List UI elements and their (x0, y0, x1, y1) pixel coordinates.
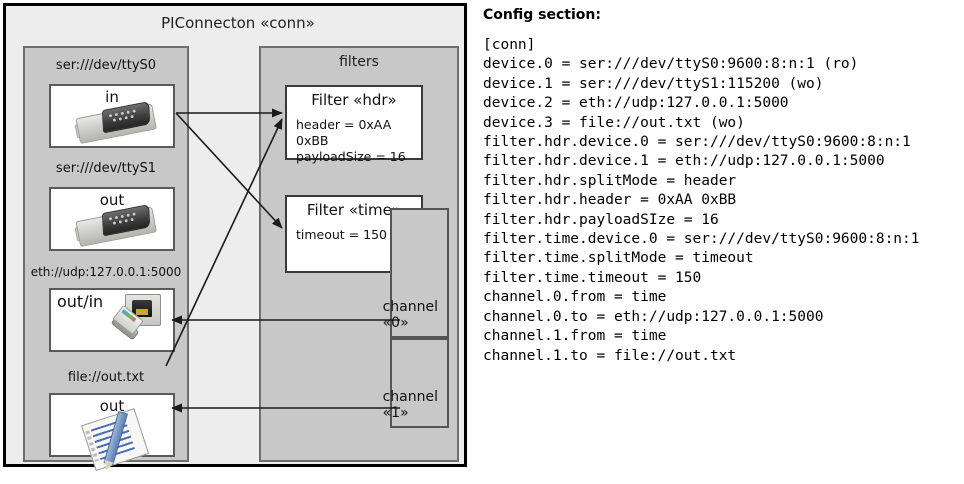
filters-panel: filters Filter «hdr» header = 0xAA 0xBB … (259, 46, 459, 462)
config-line: channel.1.to = file://out.txt (483, 347, 737, 364)
device-node-file[interactable]: out (49, 393, 175, 472)
config-line: channel.1.from = time (483, 328, 667, 345)
device-node-ttys1[interactable]: out (49, 187, 175, 251)
config-lines-block: [conn] device.0 = ser:///dev/ttyS0:9600:8… (483, 36, 920, 366)
diagram-title: PIConnecton «conn» (161, 14, 315, 32)
config-line: filter.time.device.0 = ser:///dev/ttyS0:… (483, 231, 920, 248)
filter-attr: header = 0xAA 0xBB (296, 117, 392, 148)
device-caption-in: in (105, 88, 119, 106)
config-line: filter.time.timeout = 150 (483, 269, 702, 286)
filter-attr: payloadSize = 16 (296, 149, 406, 164)
device-label-ttys0: ser:///dev/ttyS0 (55, 58, 157, 73)
filter-box-hdr[interactable]: Filter «hdr» header = 0xAA 0xBB payloadS… (285, 85, 423, 164)
device-node-eth[interactable]: out/in (49, 288, 175, 352)
filters-panel-title: filters (339, 54, 379, 70)
config-line: filter.hdr.header = 0xAA 0xBB (483, 192, 737, 209)
device-caption-out-in: out/in (57, 292, 104, 311)
filter-title-time: Filter «time» (306, 201, 402, 219)
device-label-ttys1: ser:///dev/ttyS1 (55, 161, 157, 176)
channel-label-0: channel «0» (382, 299, 438, 331)
device-label-eth: eth://udp:127.0.0.1:5000 (30, 265, 182, 279)
device-node-ttys0[interactable]: in (49, 84, 175, 148)
filter-attr: timeout = 150 ms (296, 227, 410, 242)
devices-panel: ser:///dev/ttyS0 in ser:///dev/ttyS1 out… (23, 46, 189, 472)
serial-port-icon (74, 101, 157, 145)
config-line: filter.time.splitMode = timeout (483, 250, 754, 267)
config-line: filter.hdr.device.1 = eth://udp:127.0.0.… (483, 153, 885, 170)
config-section: Config section: [conn] device.0 = ser:///… (481, 0, 964, 484)
config-line: channel.0.to = eth://udp:127.0.0.1:5000 (483, 308, 824, 325)
device-caption-out-serial: out (99, 191, 125, 209)
config-line: filter.hdr.splitMode = header (483, 172, 737, 189)
channel-box-0[interactable]: channel «0» (383, 208, 449, 338)
config-line: device.2 = eth://udp:127.0.0.1:5000 (483, 95, 789, 112)
filter-attrs-hdr: header = 0xAA 0xBB payloadSize = 16 (296, 117, 421, 165)
ethernet-icon (110, 294, 173, 346)
channel-box-1[interactable]: channel «1» (383, 338, 449, 428)
config-line: filter.hdr.device.0 = ser:///dev/ttyS0:9… (483, 134, 911, 151)
config-line: device.3 = file://out.txt (wo) (483, 114, 745, 131)
config-line: [conn] (483, 37, 536, 53)
connector-diagram-frame: PIConnecton «conn» ser:///dev/ttyS0 in s… (3, 3, 467, 472)
channel-label-1: channel «1» (382, 389, 438, 421)
filter-title-hdr: Filter «hdr» (311, 91, 397, 109)
filter-attrs-time: timeout = 150 ms (296, 227, 410, 243)
device-caption-out-file: out (99, 397, 125, 415)
config-section-heading: Config section: (483, 7, 601, 23)
text-file-icon (81, 407, 153, 472)
serial-port-icon (74, 204, 157, 248)
config-line: device.0 = ser:///dev/ttyS0:9600:8:n:1 (… (483, 56, 859, 73)
config-line: filter.hdr.payloadSIze = 16 (483, 211, 719, 228)
device-label-file: file://out.txt (67, 370, 145, 385)
config-line: channel.0.from = time (483, 289, 667, 306)
config-line: device.1 = ser:///dev/ttyS1:115200 (wo) (483, 75, 824, 92)
